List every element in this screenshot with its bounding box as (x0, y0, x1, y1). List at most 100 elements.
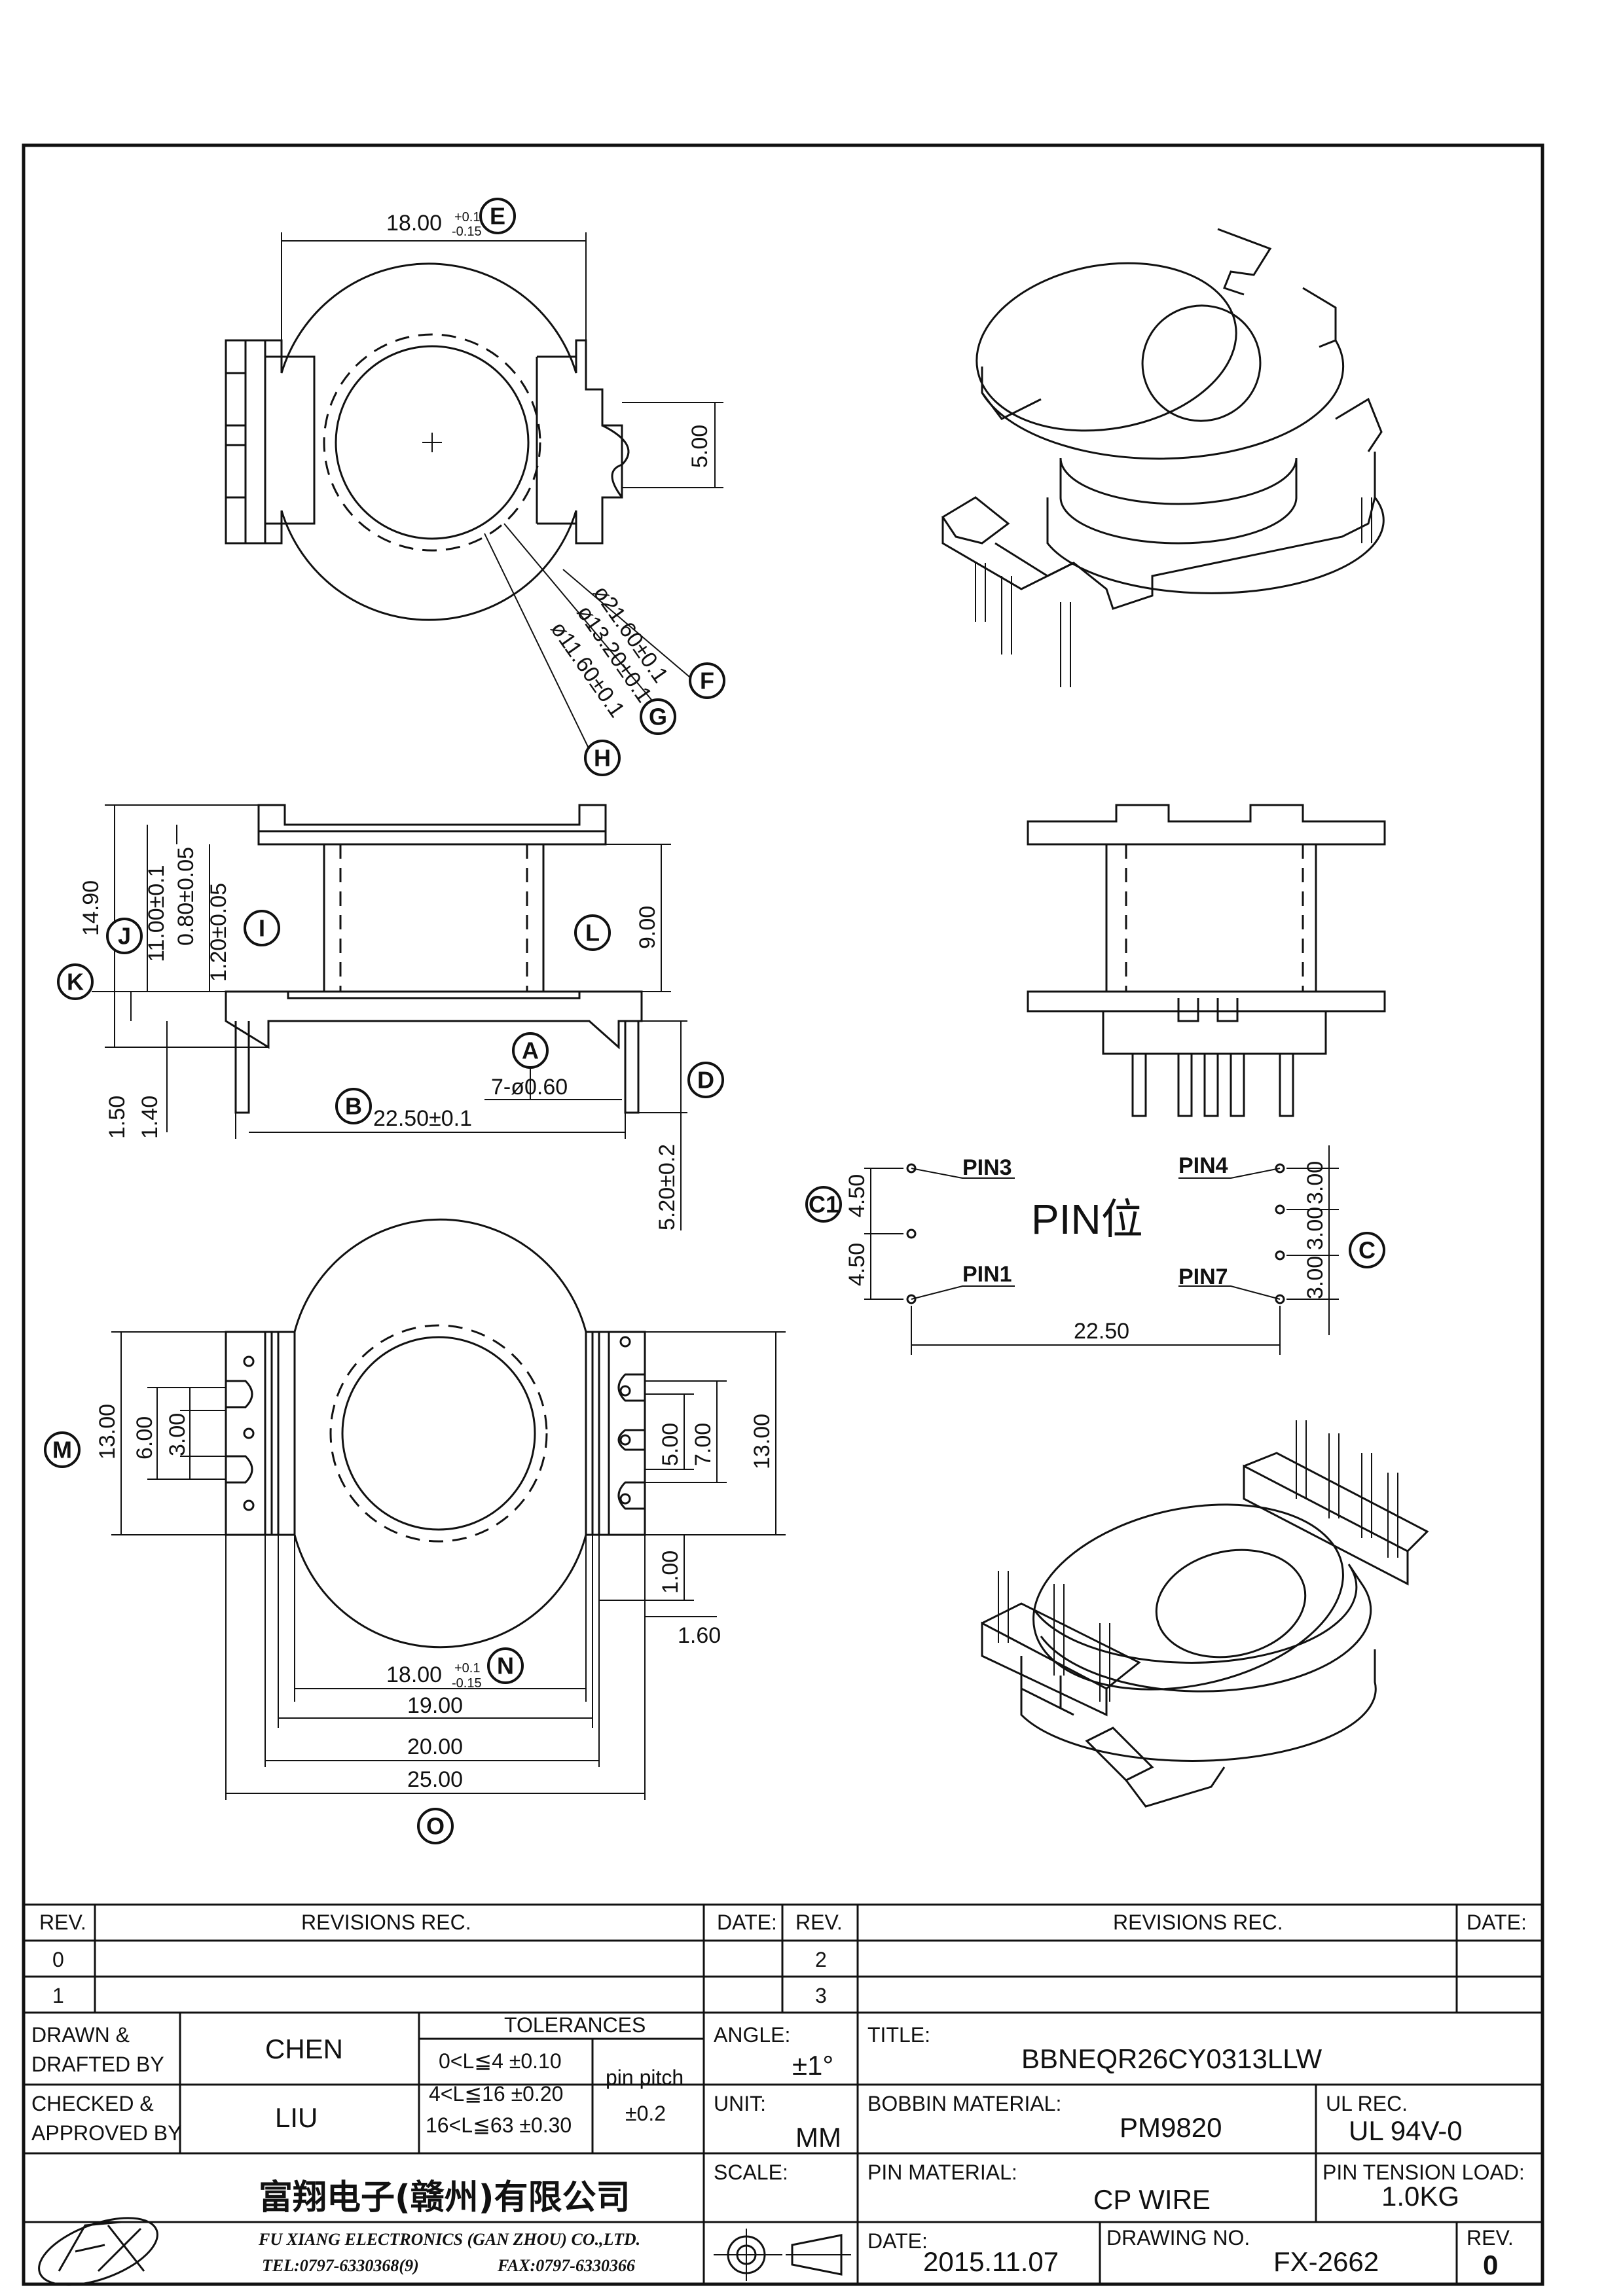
side-view: 14.90 11.00±0.1 0.80±0.05 1.20±0.05 1.50… (57, 804, 724, 1230)
core-dashed-circle (323, 333, 541, 552)
bottom-view: 13.00 M 6.00 3.00 5.00 7.00 13.00 1.00 1… (44, 1218, 786, 1844)
drawn-label-1: DRAWN & (31, 2023, 130, 2047)
drawn-label-2: DRAFTED BY (31, 2053, 164, 2076)
bottom-n-tol-minus: -0.15 (452, 1676, 482, 1691)
checked-label-1: CHECKED & (31, 2092, 154, 2115)
callout-i: I (259, 915, 265, 942)
bottom-w20-label: 20.00 (407, 1734, 463, 1759)
company-fax: FAX:0797-6330366 (497, 2256, 635, 2275)
title-label: TITLE: (867, 2023, 930, 2047)
company-tel: TEL:0797-6330368(9) (262, 2256, 419, 2275)
pin-pitch-value: ±0.2 (625, 2102, 666, 2125)
top-slot-label: 5.00 (687, 425, 712, 468)
callout-d: D (697, 1067, 714, 1094)
unit-value: MM (795, 2122, 841, 2153)
pin4-label: PIN4 (1178, 1153, 1228, 1178)
callout-h: H (594, 745, 611, 772)
callout-c: C (1359, 1237, 1376, 1264)
tol-row-2: 4<L≦16 ±0.20 (429, 2082, 563, 2106)
side-pin-span-label: 22.50±0.1 (373, 1106, 472, 1131)
ul-value: UL 94V-0 (1349, 2115, 1463, 2146)
ul-label: UL REC. (1326, 2092, 1408, 2115)
core-hole-circle (335, 345, 530, 540)
callout-f: F (700, 668, 714, 694)
callout-k: K (67, 969, 84, 996)
pin-right-dim-1: 3.00 (1303, 1161, 1328, 1204)
date-value: 2015.11.07 (923, 2246, 1059, 2277)
pin-material-label: PIN MATERIAL: (867, 2161, 1017, 2184)
drawing-no-value: FX-2662 (1273, 2246, 1379, 2277)
company-name-cn: 富翔电子(赣州)有限公司 (259, 2178, 630, 2217)
rev-value: 0 (1483, 2250, 1498, 2280)
side-flange-bot-label: 1.20±0.05 (206, 883, 231, 982)
callout-n: N (497, 1653, 514, 1679)
rev-label: REV. (1467, 2226, 1514, 2250)
tol-row-3: 16<L≦63 ±0.30 (426, 2113, 572, 2137)
tension-label: PIN TENSION LOAD: (1322, 2161, 1525, 2184)
bottom-r7-label: 7.00 (691, 1423, 716, 1466)
bottom-d160-label: 1.60 (678, 1623, 721, 1648)
side-h150-label: 1.50 (105, 1096, 130, 1139)
bottom-n-label: 18.00 (386, 1662, 442, 1687)
callout-a: A (522, 1037, 539, 1064)
pin-left-dim-2: 4.50 (845, 1243, 869, 1286)
pin7-label: PIN7 (1178, 1265, 1228, 1289)
bottom-d100-label: 1.00 (658, 1551, 683, 1594)
drawing-no-label: DRAWING NO. (1106, 2226, 1250, 2250)
rev-value-0: 0 (52, 1948, 64, 1971)
top-width-tol-plus: +0.1 (454, 210, 480, 224)
bottom-w25-label: 25.00 (407, 1767, 463, 1792)
title-value: BBNEQR26CY0313LLW (1021, 2043, 1322, 2074)
pin-right-dim-2: 3.00 (1303, 1207, 1328, 1250)
company-name-en: FU XIANG ELECTRONICS (GAN ZHOU) CO.,LTD. (258, 2230, 640, 2249)
date-header-left: DATE: (717, 1910, 777, 1934)
company-logo (38, 2217, 158, 2286)
callout-c1: C1 (809, 1191, 839, 1218)
pin-right-dim-3: 3.00 (1303, 1256, 1328, 1299)
side-h140-label: 1.40 (137, 1096, 162, 1139)
angle-label: ANGLE: (714, 2023, 790, 2047)
callout-e: E (490, 203, 505, 230)
side-k-label: 14.90 (79, 880, 103, 936)
rev-header-left: REV. (39, 1910, 86, 1934)
pin-layout-title: PIN位 (1031, 1196, 1143, 1243)
bottom-r13-label: 13.00 (750, 1414, 775, 1469)
bottom-n-tol-plus: +0.1 (454, 1661, 480, 1676)
bottom-r5-label: 5.00 (658, 1423, 683, 1466)
bottom-m-label: 13.00 (95, 1404, 120, 1460)
callout-m: M (52, 1437, 72, 1463)
bobbin-label: BOBBIN MATERIAL: (867, 2092, 1061, 2115)
rev-value-1: 1 (52, 1984, 64, 2007)
callout-o: O (426, 1813, 445, 1840)
side-winding-label: 9.00 (635, 906, 660, 949)
bottom-w19-label: 19.00 (407, 1693, 463, 1718)
tension-value: 1.0KG (1381, 2181, 1459, 2212)
bottom-left6-label: 6.00 (132, 1416, 157, 1460)
iso-view-bottom (981, 1420, 1429, 1808)
title-block: REV. REVISIONS REC. DATE: REV. REVISIONS… (22, 1903, 1544, 2286)
tol-row-1: 0<L≦4 ±0.10 (439, 2049, 562, 2073)
side-pin-len-label: 5.20±0.2 (655, 1144, 680, 1230)
pin3-label: PIN3 (962, 1155, 1012, 1180)
bottom-left3-label: 3.00 (165, 1413, 190, 1456)
side-j-label: 11.00±0.1 (144, 865, 169, 962)
pin-left-dim-1: 4.50 (845, 1174, 869, 1217)
unit-label: UNIT: (714, 2092, 766, 2115)
pin-pitch-label: pin pitch (606, 2066, 684, 2089)
top-view: 18.00 +0.1 -0.15 E 5.00 ø21.60±0.1 ø13.2… (225, 198, 725, 776)
date-header-right: DATE: (1467, 1910, 1527, 1934)
revisions-header-right: REVISIONS REC. (1113, 1910, 1283, 1934)
date-label: DATE: (867, 2229, 928, 2253)
rev-value-3: 3 (815, 1984, 827, 2007)
checked-value: LIU (275, 2102, 318, 2133)
pin1-label: PIN1 (962, 1262, 1012, 1287)
angle-value: ±1° (792, 2050, 833, 2081)
drawn-value: CHEN (265, 2034, 343, 2064)
tolerances-header: TOLERANCES (504, 2013, 646, 2037)
iso-view-top (941, 228, 1385, 687)
front-view (1027, 804, 1386, 1117)
top-width-label: 18.00 (386, 211, 442, 236)
side-flange-top-label: 0.80±0.05 (173, 847, 198, 946)
callout-b: B (345, 1093, 362, 1120)
